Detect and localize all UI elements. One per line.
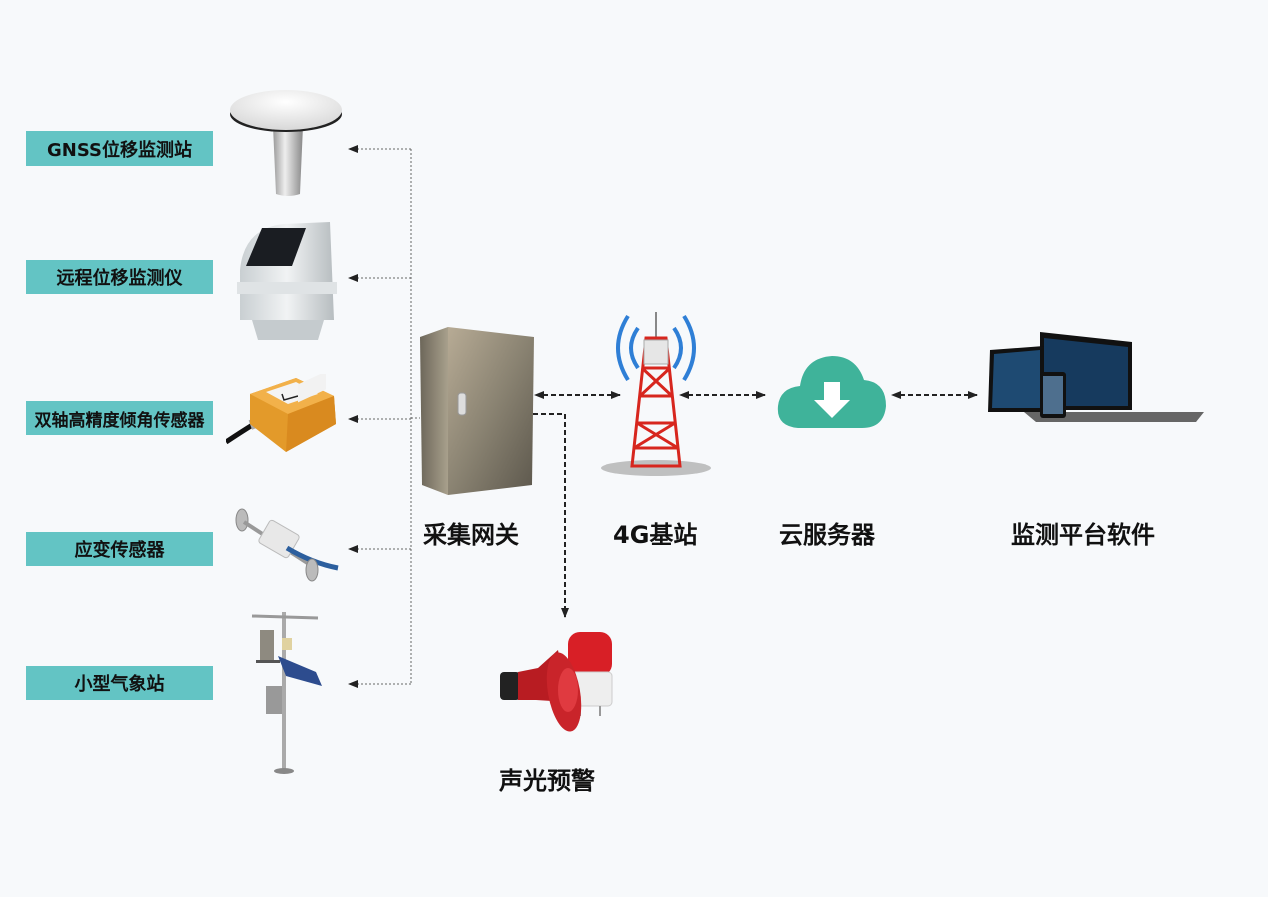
- arrow-gateway-alarm: [533, 413, 569, 618]
- gateway-cabinet-icon: [420, 327, 534, 495]
- sound-light-alarm-icon: [500, 632, 613, 732]
- laptop-tablet-phone-icon: [988, 332, 1204, 422]
- label-remote-displacement: 远程位移监测仪: [26, 260, 213, 294]
- remote-displacement-monitor-icon: [237, 222, 337, 340]
- caption-cloud-server: 云服务器: [779, 521, 875, 549]
- label-gnss-station: GNSS位移监测站: [26, 131, 213, 166]
- cloud-download-icon: [777, 356, 886, 428]
- strain-sensor-icon: [235, 508, 339, 582]
- caption-base-station: 4G基站: [613, 521, 698, 549]
- weather-station-icon: [251, 612, 322, 774]
- caption-gateway: 采集网关: [423, 521, 519, 549]
- gnss-antenna-icon: [230, 90, 342, 196]
- label-strain-sensor: 应变传感器: [26, 532, 213, 566]
- cell-tower-icon: [601, 312, 711, 476]
- label-tilt-sensor: 双轴高精度倾角传感器: [26, 401, 213, 435]
- label-weather-station: 小型气象站: [26, 666, 213, 700]
- caption-alarm: 声光预警: [499, 767, 595, 795]
- tilt-sensor-icon: [226, 374, 336, 452]
- caption-platform-software: 监测平台软件: [1011, 521, 1155, 549]
